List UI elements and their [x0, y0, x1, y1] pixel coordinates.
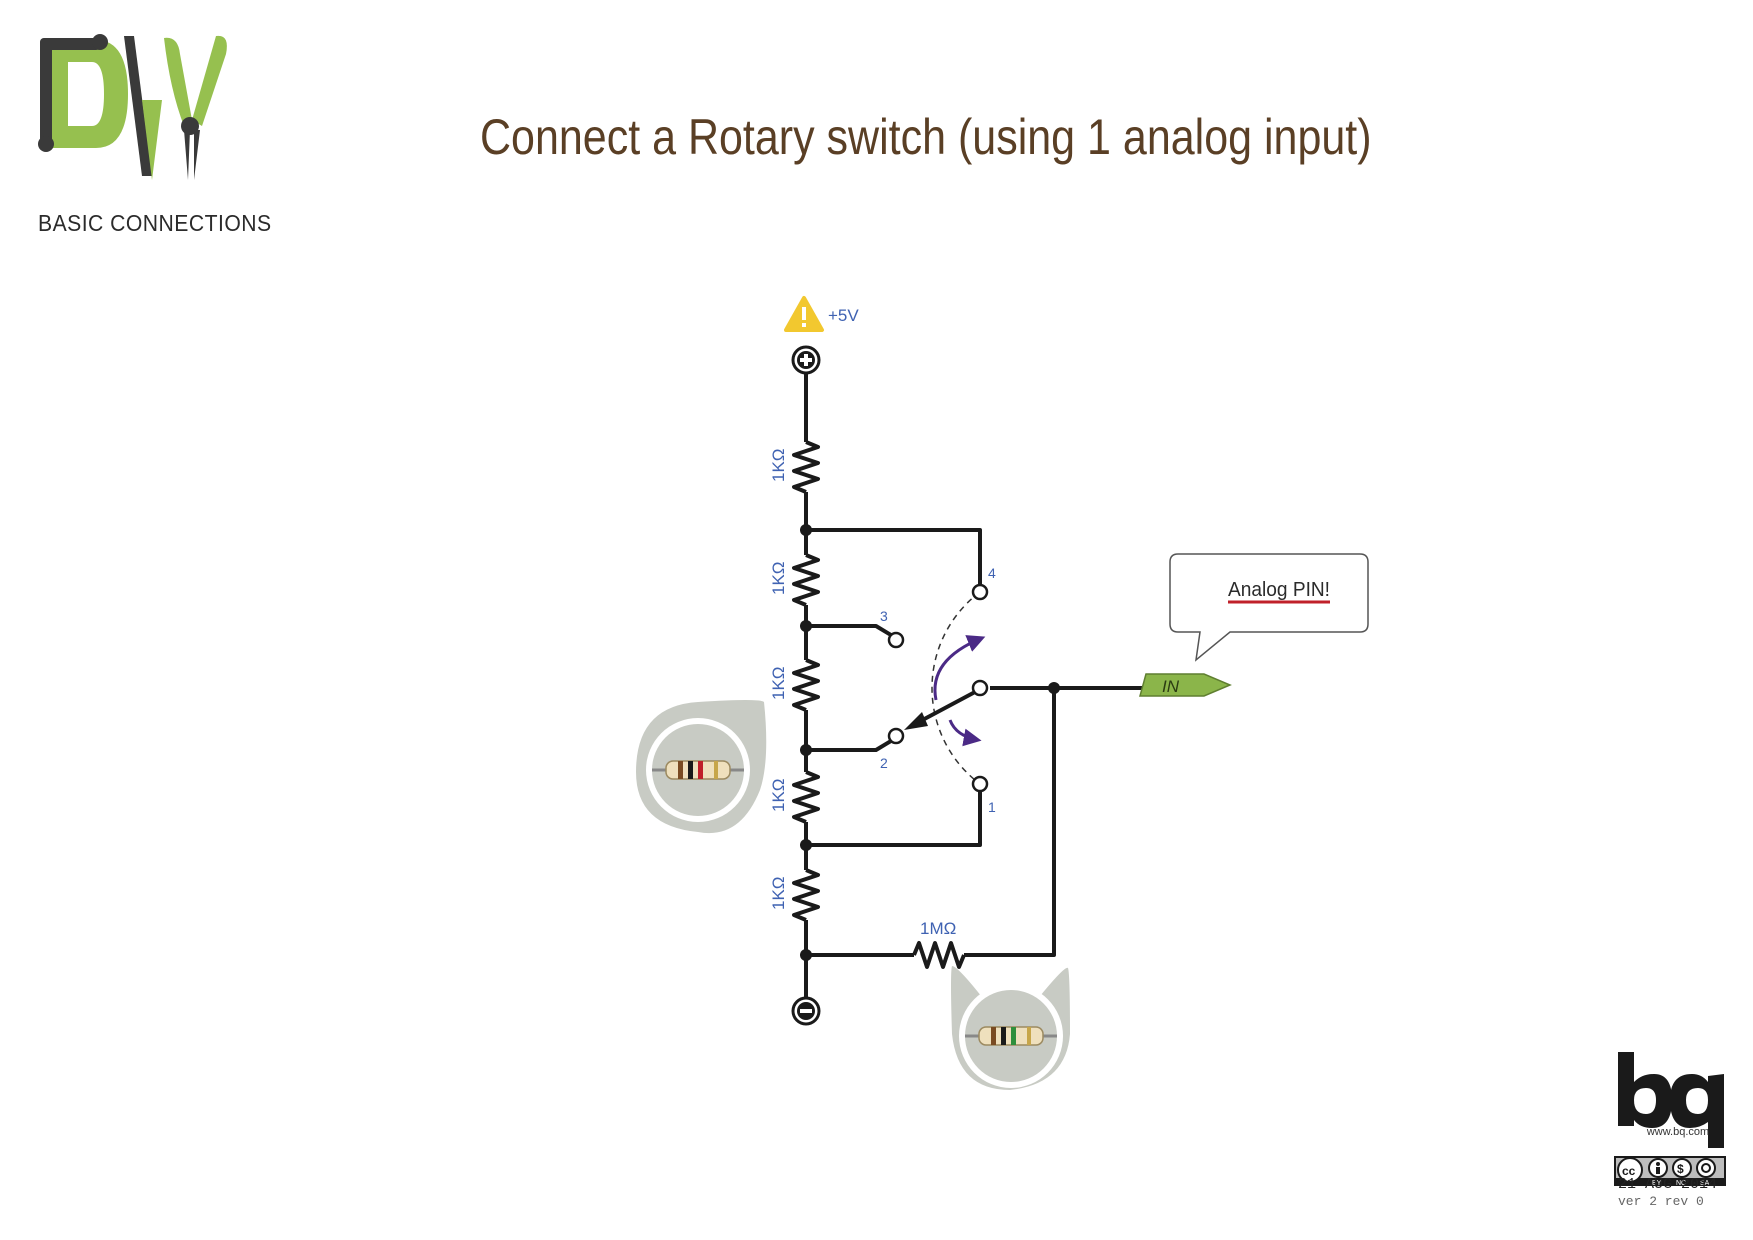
logo-subtitle: BASIC CONNECTIONS: [38, 210, 272, 236]
switch-contact-2: [887, 727, 905, 745]
logo-letter-d: [44, 40, 128, 148]
resistor-r3: [792, 658, 820, 712]
bq-url: www.bq.com: [1646, 1126, 1710, 1138]
version-label: ver 2 rev 0: [1618, 1194, 1704, 1209]
switch-wiper: [914, 690, 976, 726]
logo-screwdriver-icon: [124, 36, 152, 176]
switch-arc: [931, 591, 981, 785]
resistor-r5: [792, 868, 820, 922]
switch-position-3: 3: [880, 608, 888, 624]
diy-logo: [38, 34, 227, 180]
rotation-arrow-up: [933, 635, 986, 701]
resistor-label-pulldown: 1MΩ: [920, 919, 956, 938]
license-by: BY: [1652, 1180, 1662, 1187]
switch-contact-4: [971, 583, 989, 601]
analog-input-label: IN: [1162, 677, 1180, 696]
svg-text:$: $: [1677, 1162, 1684, 1176]
resistor-label-r1: 1KΩ: [769, 448, 788, 482]
wire-tap-4: [806, 528, 982, 588]
resistor-label-r3: 1KΩ: [769, 666, 788, 700]
resistor-r1: [792, 440, 820, 494]
svg-text:cc: cc: [1622, 1164, 1636, 1178]
warning-triangle-icon: [784, 296, 824, 332]
switch-position-2: 2: [880, 755, 888, 771]
resistor-pulldown: [912, 941, 966, 969]
switch-contact-1: [971, 775, 989, 793]
plus-terminal-icon: [791, 345, 821, 375]
analog-pin-callout: [1169, 553, 1369, 662]
wire-tap-3: [806, 624, 898, 640]
rotation-arrow-down: [948, 719, 982, 747]
bq-logo: cc $ BY NC SA: [1614, 1052, 1726, 1187]
logo-pliers-icon: [164, 37, 192, 126]
resistor-r2: [792, 553, 820, 607]
switch-contact-3: [887, 631, 905, 649]
license-nc: NC: [1676, 1180, 1686, 1187]
resistor-1k-badge: [636, 700, 767, 834]
resistor-label-r5: 1KΩ: [769, 876, 788, 910]
analog-pin-callout-text: Analog PIN!: [1228, 579, 1330, 601]
wire-tap-2: [806, 736, 898, 752]
license-sa: SA: [1700, 1180, 1710, 1187]
supply-voltage-label: +5V: [828, 306, 859, 325]
wire-tap-1: [806, 790, 982, 847]
logo-clamp-icon: [40, 38, 100, 50]
minus-terminal-icon: [791, 996, 821, 1026]
release-date: 21 AUG 2014: [1618, 1176, 1718, 1193]
resistor-label-r2: 1KΩ: [769, 561, 788, 595]
resistor-r4: [792, 770, 820, 824]
switch-position-4: 4: [988, 565, 996, 581]
resistor-1m-badge: [951, 966, 1070, 1090]
switch-position-1: 1: [988, 799, 996, 815]
analog-input-tag: [1139, 673, 1232, 697]
resistor-label-r4: 1KΩ: [769, 778, 788, 812]
cc-license-icon: cc $: [1614, 1156, 1726, 1186]
switch-common: [971, 679, 989, 697]
